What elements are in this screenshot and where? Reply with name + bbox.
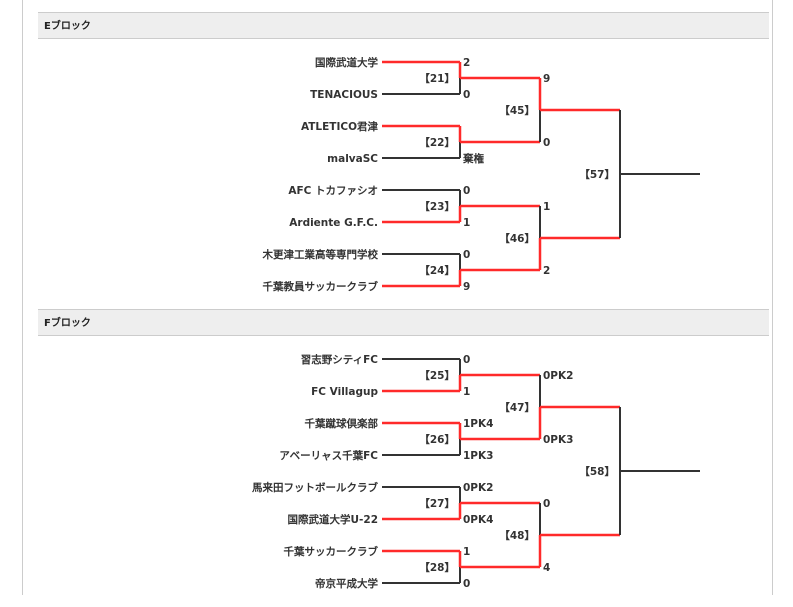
match-number: 【23】 (419, 200, 455, 213)
team-name: 馬来田フットボールクラブ (252, 481, 378, 494)
block-header: Eブロック (38, 12, 769, 39)
match-number: 【47】 (499, 401, 535, 414)
score: 0PK2 (543, 370, 573, 382)
team-name: 国際武道大学 (315, 56, 378, 69)
match-number: 【28】 (419, 561, 455, 574)
team-name: 木更津工業高等専門学校 (262, 248, 379, 261)
score: 2 (543, 265, 550, 277)
match-number: 【45】 (499, 104, 535, 117)
team-name: 帝京平成大学 (315, 577, 378, 590)
team-name: malvaSC (327, 153, 378, 165)
block-f: Fブロック 習志野シティFC 0 FC Villagup 1 【25】千葉蹴球倶楽部 1P… (38, 309, 769, 590)
score: 1PK4 (463, 418, 493, 430)
match-number: 【22】 (419, 136, 455, 149)
score: 0 (463, 89, 470, 101)
match-number: 【46】 (499, 232, 535, 245)
team-name: アベーリャス千葉FC (279, 449, 378, 462)
score: 1PK3 (463, 450, 493, 462)
score: 0 (463, 354, 470, 366)
team-name: 国際武道大学U-22 (288, 513, 379, 526)
match-number: 【58】 (579, 465, 615, 478)
bracket: 習志野シティFC 0 FC Villagup 1 【25】千葉蹴球倶楽部 1PK4 アベーリ… (252, 353, 700, 590)
team-name: Ardiente G.F.C. (289, 217, 378, 229)
score: 1 (543, 201, 550, 213)
score: 0 (543, 498, 550, 510)
score: 9 (543, 73, 550, 85)
page-frame (22, 0, 773, 595)
match-number: 【48】 (499, 529, 535, 542)
team-name: 千葉教員サッカークラブ (263, 280, 379, 293)
score: 9 (463, 281, 470, 293)
team-name: 千葉蹴球倶楽部 (305, 417, 379, 430)
score: 0 (463, 249, 470, 261)
match-number: 【27】 (419, 497, 455, 510)
score: 0PK3 (543, 434, 573, 446)
score: 棄権 (462, 152, 484, 165)
score: 1 (463, 546, 470, 558)
team-name: 習志野シティFC (301, 353, 379, 366)
team-name: FC Villagup (311, 386, 378, 398)
score: 2 (463, 57, 470, 69)
score: 0PK4 (463, 514, 493, 526)
score: 0PK2 (463, 482, 493, 494)
block-header: Fブロック (38, 309, 769, 336)
match-number: 【25】 (419, 369, 455, 382)
team-name: ATLETICO君津 (301, 120, 379, 133)
score: 4 (543, 562, 550, 574)
score: 0 (463, 185, 470, 197)
score: 0 (463, 578, 470, 590)
match-number: 【57】 (579, 168, 615, 181)
team-name: 千葉サッカークラブ (284, 545, 379, 558)
team-name: AFC トカファシオ (288, 185, 378, 197)
match-number: 【21】 (419, 72, 455, 85)
score: 0 (543, 137, 550, 149)
match-number: 【24】 (419, 264, 455, 277)
score: 1 (463, 217, 470, 229)
match-number: 【26】 (419, 433, 455, 446)
team-name: TENACIOUS (310, 89, 378, 101)
score: 1 (463, 386, 470, 398)
